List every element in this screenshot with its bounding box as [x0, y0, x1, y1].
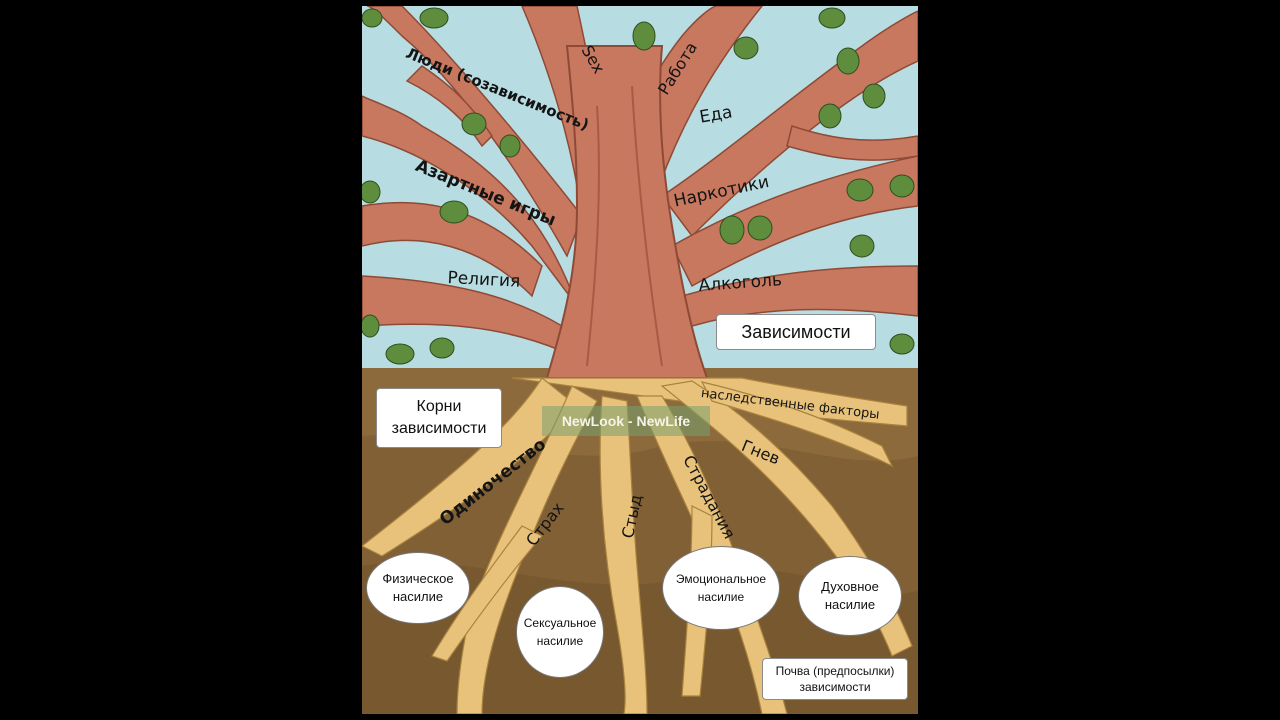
soil-title-line-1: Почва (предпосылки)	[775, 664, 895, 678]
spiritual-abuse-oval: Духовное насилие	[798, 556, 902, 636]
soil-box: Почва (предпосылки) зависимости	[762, 658, 908, 700]
branch-label-religion: Религия	[446, 268, 521, 292]
roots-title-line-2: зависимости	[391, 420, 487, 437]
sexual-abuse-line-1: Сексуальное	[523, 616, 597, 630]
emotional-abuse-line-2: насилие	[697, 590, 745, 604]
addiction-tree-illustration: Люди (созависимость) Sex Работа Еда Азар…	[362, 6, 918, 714]
soil-title-line-2: зависимости	[799, 680, 871, 694]
spiritual-abuse-line-1: Духовное	[821, 579, 879, 594]
sexual-abuse-oval: Сексуальное насилие	[516, 586, 604, 678]
leaves	[362, 7, 915, 365]
addictions-box: Зависимости	[716, 314, 876, 350]
physical-abuse-line-1: Физическое	[382, 571, 454, 586]
roots-of-addiction-box: Корни зависимости	[376, 388, 502, 448]
watermark: NewLook - NewLife	[542, 406, 710, 436]
sexual-abuse-line-2: насилие	[536, 634, 584, 648]
tree-drawing	[362, 6, 918, 714]
physical-abuse-oval: Физическое насилие	[366, 552, 470, 624]
roots-title-line-1: Корни	[416, 398, 462, 415]
spiritual-abuse-line-2: насилие	[824, 597, 876, 612]
addictions-title: Зависимости	[741, 321, 851, 342]
physical-abuse-line-2: насилие	[392, 589, 444, 604]
emotional-abuse-line-1: Эмоциональное	[675, 572, 767, 586]
emotional-abuse-oval: Эмоциональное насилие	[662, 546, 780, 630]
trunk	[545, 45, 709, 379]
